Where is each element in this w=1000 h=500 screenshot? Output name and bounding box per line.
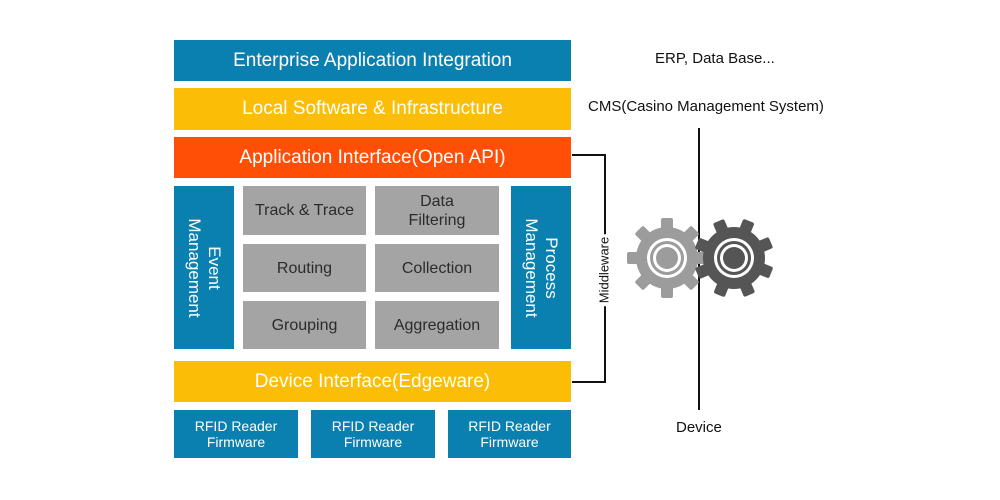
light-gear-icon [627,218,707,298]
erp-label: ERP, Data Base... [655,50,775,67]
track-trace-box: Track & Trace [243,186,366,235]
firmware-box-3: RFID Reader Firmware [448,410,571,458]
event-management-panel: Event Management [174,186,234,349]
application-interface-label: Application Interface(Open API) [239,146,506,168]
track-trace-label: Track & Trace [255,202,354,219]
firmware-label-1: RFID Reader Firmware [194,418,278,450]
firmware-label-2: RFID Reader Firmware [331,418,415,450]
device-label: Device [676,419,722,436]
routing-box: Routing [243,244,366,292]
data-filtering-box: Data Filtering [375,186,499,235]
application-interface-layer: Application Interface(Open API) [174,137,571,178]
firmware-box-2: RFID Reader Firmware [311,410,435,458]
aggregation-box: Aggregation [375,301,499,349]
eai-label: Enterprise Application Integration [233,49,512,71]
device-interface-layer: Device Interface(Edgeware) [174,361,571,402]
middleware-label: Middleware [596,233,612,307]
middleware-bracket-bottom [572,381,606,383]
process-management-panel: Process Management [511,186,571,349]
local-software-layer: Local Software & Infrastructure [174,88,571,130]
routing-label: Routing [276,259,333,277]
event-management-label: Event Management [185,217,224,318]
grouping-box: Grouping [243,301,366,349]
eai-layer: Enterprise Application Integration [174,40,571,81]
middleware-bracket-top [572,154,605,156]
grouping-label: Grouping [271,316,338,334]
data-filtering-label: Data Filtering [408,192,466,229]
dark-gear-icon [695,219,773,297]
collection-box: Collection [375,244,499,292]
aggregation-label: Aggregation [393,316,481,334]
firmware-box-1: RFID Reader Firmware [174,410,298,458]
process-management-label: Process Management [522,217,561,318]
gears-icon [627,218,773,298]
device-interface-label: Device Interface(Edgeware) [254,370,491,392]
collection-label: Collection [401,259,473,277]
cms-label: CMS(Casino Management System) [588,98,824,115]
firmware-label-3: RFID Reader Firmware [468,418,551,450]
local-software-label: Local Software & Infrastructure [242,98,503,119]
